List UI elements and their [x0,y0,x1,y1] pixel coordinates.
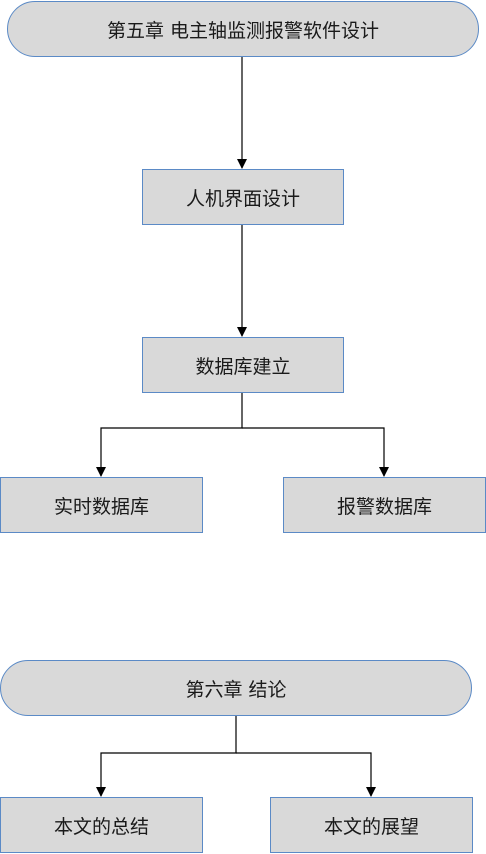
alarm-db-label: 报警数据库 [336,495,432,518]
alarm-db-node: 报警数据库 [283,477,486,533]
realtime-db-label: 实时数据库 [53,495,149,518]
chapter6-title-label: 第六章 结论 [185,678,287,701]
hmi-design-node: 人机界面设计 [142,169,344,225]
connector-ch6-to-summary [96,715,237,797]
summary-label: 本文的总结 [53,815,149,838]
realtime-db-node: 实时数据库 [0,477,203,533]
chapter5-title-node: 第五章 电主轴监测报警软件设计 [7,1,479,57]
database-setup-node: 数据库建立 [142,337,344,393]
chapter5-title-label: 第五章 电主轴监测报警软件设计 [106,19,380,42]
chapter6-title-node: 第六章 结论 [0,660,472,716]
connector-database-to-alarm [242,427,389,477]
outlook-node: 本文的展望 [270,797,473,853]
hmi-design-label: 人机界面设计 [185,187,300,210]
database-setup-label: 数据库建立 [195,355,291,378]
connector-database-split [96,392,243,477]
outlook-label: 本文的展望 [323,815,419,838]
connector-ch6-to-outlook [236,752,376,797]
summary-node: 本文的总结 [0,797,203,853]
